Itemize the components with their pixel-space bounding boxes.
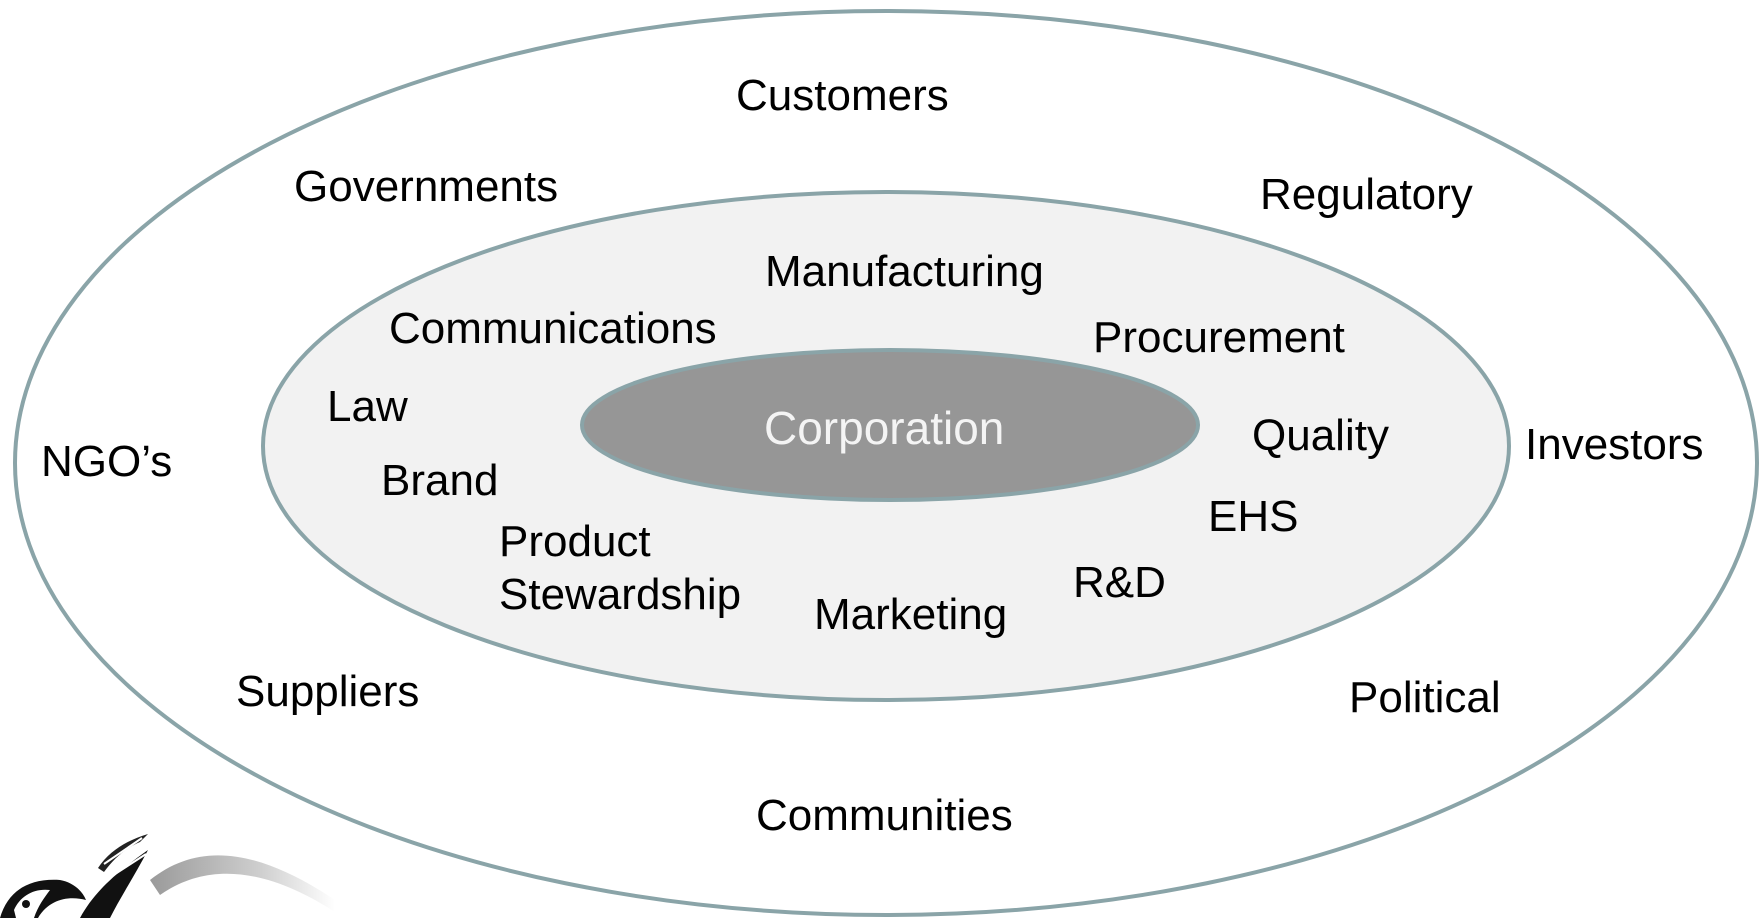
external-ngos: NGO’s <box>41 437 173 486</box>
internal-manufacturing: Manufacturing <box>765 247 1044 296</box>
core-ellipse <box>580 348 1200 502</box>
external-investors: Investors <box>1525 420 1704 469</box>
internal-procurement: Procurement <box>1093 313 1345 362</box>
internal-marketing: Marketing <box>814 590 1008 639</box>
internal-rnd: R&D <box>1073 558 1166 607</box>
internal-communications: Communications <box>389 304 717 353</box>
external-regulatory: Regulatory <box>1260 170 1473 219</box>
internal-law: Law <box>327 382 408 431</box>
external-governments: Governments <box>294 162 559 211</box>
product-stewardship-line-2: Stewardship <box>499 569 742 619</box>
internal-brand: Brand <box>381 456 499 505</box>
product-stewardship-line-1: Product <box>499 517 651 566</box>
external-communities: Communities <box>756 791 1013 840</box>
internal-quality: Quality <box>1252 411 1389 460</box>
bird-logo-icon <box>0 834 335 918</box>
internal-product-stewardship: Product Stewardship <box>499 516 741 622</box>
core-label-corporation: Corporation <box>764 402 1005 454</box>
external-customers: Customers <box>736 71 949 120</box>
internal-ehs: EHS <box>1208 492 1299 541</box>
external-political: Political <box>1349 673 1501 722</box>
external-suppliers: Suppliers <box>236 667 420 716</box>
